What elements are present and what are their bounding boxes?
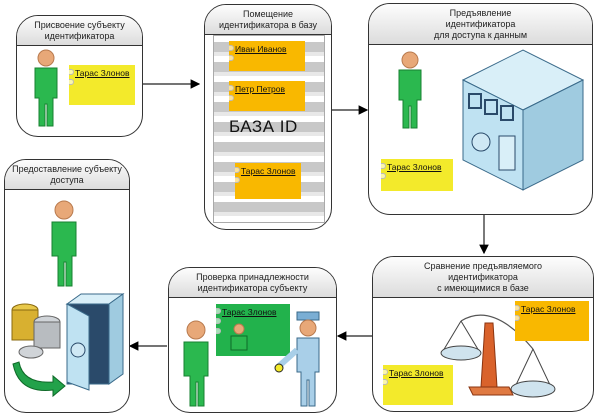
step-3-title: Предъявление идентификатора для доступа … — [369, 4, 592, 45]
person-icon — [183, 320, 209, 407]
step-1-panel: Присвоение субъекту идентификатора Тарас… — [16, 15, 143, 137]
server-vault-icon — [461, 49, 585, 191]
step-5-panel: Проверка принадлежности идентификатора с… — [168, 267, 337, 413]
db-record: Иван Иванов — [229, 41, 305, 71]
id-note: Тарас Злонов — [383, 365, 453, 405]
scales-icon — [440, 314, 556, 398]
person-icon — [51, 200, 77, 287]
db-record: Петр Петров — [229, 81, 305, 111]
step-1-title: Присвоение субъекту идентификатора — [17, 16, 142, 46]
step-2-title: Помещение идентификатора в базу — [205, 5, 331, 35]
step-5-title: Проверка принадлежности идентификатора с… — [169, 268, 336, 298]
coins-icon — [11, 303, 66, 398]
step-4-title: Сравнение предъявляемого идентификатора … — [373, 257, 593, 298]
green-arrow-icon — [12, 361, 66, 398]
id-note: Тарас Злонов — [69, 65, 135, 105]
step-6-panel: Предоставление субъекту доступа — [4, 159, 130, 413]
id-card-note: Тарас Злонов — [216, 304, 290, 356]
step-3-panel: Предъявление идентификатора для доступа … — [368, 3, 593, 215]
step-6-title: Предоставление субъекту доступа — [5, 160, 129, 190]
db-record: Тарас Злонов — [515, 301, 589, 341]
photo-icon — [230, 323, 248, 351]
db-record: Тарас Злонов — [235, 163, 301, 199]
person-icon — [398, 51, 422, 129]
guard-icon — [274, 311, 320, 407]
person-icon — [34, 49, 58, 127]
step-4-panel: Сравнение предъявляемого идентификатора … — [372, 256, 594, 412]
id-note: Тарас Злонов — [381, 159, 453, 191]
step-2-panel: Помещение идентификатора в базу Иван Ива… — [204, 4, 332, 230]
open-safe-icon — [65, 293, 125, 391]
database-label: БАЗА ID — [229, 117, 298, 136]
